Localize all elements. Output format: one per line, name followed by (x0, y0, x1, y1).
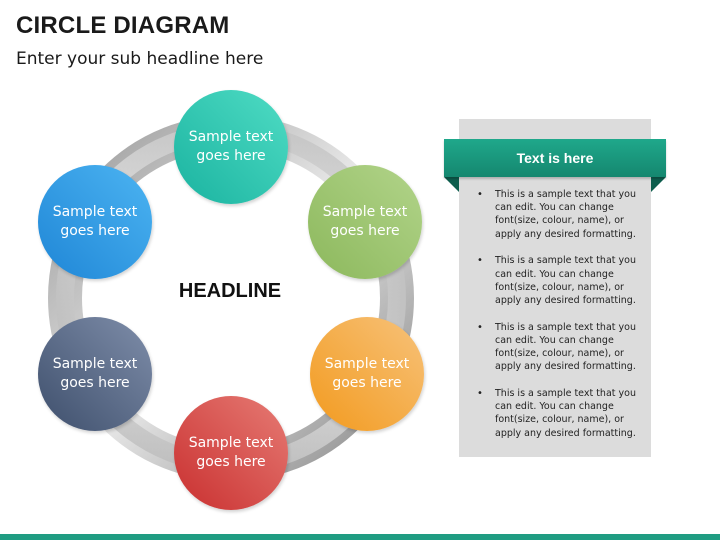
banner-fold-left (444, 177, 459, 192)
panel-banner: Text is here (444, 139, 666, 177)
diagram-headline: HEADLINE (178, 280, 282, 302)
page-subtitle: Enter your sub headline here (16, 49, 264, 69)
banner-fold-right (651, 177, 666, 192)
page-title: CIRCLE DIAGRAM (16, 12, 230, 39)
footer-accent-bar (0, 534, 720, 540)
panel-banner-label: Text is here (516, 150, 594, 166)
